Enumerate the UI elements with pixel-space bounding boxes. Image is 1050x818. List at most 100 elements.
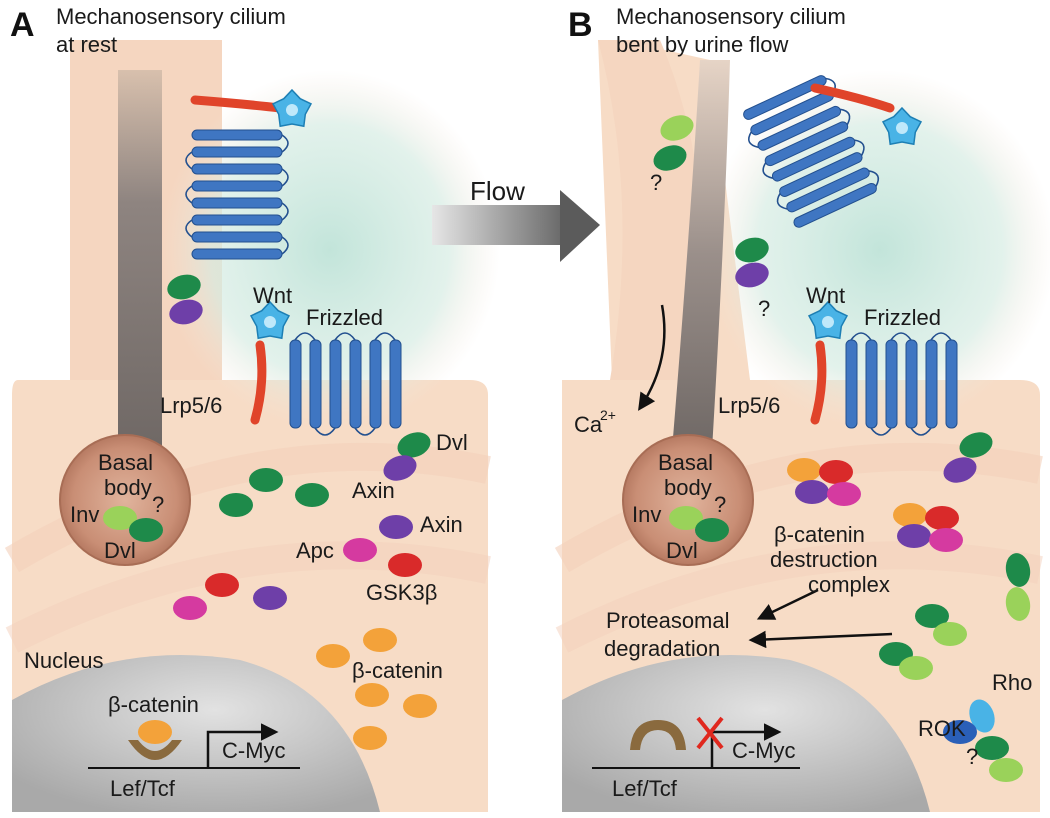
- dvl-cilium-a: [167, 274, 201, 300]
- lrp-receptor-b: [810, 340, 827, 425]
- cytoplasm-stripe-b2: [555, 541, 1043, 653]
- proteasomal-label-b1: Proteasomal: [606, 608, 730, 633]
- frizzled-a: [289, 332, 402, 436]
- cilium-green-dark-b: [653, 145, 687, 171]
- panel-a-title-line1: Mechanosensory cilium: [56, 4, 286, 29]
- ca-arrow: [638, 304, 666, 411]
- rho-b: [969, 699, 995, 733]
- leftcf-label-b: Lef/Tcf: [612, 776, 678, 801]
- molecules: [103, 83, 1031, 782]
- wnt-label-a: Wnt: [253, 283, 292, 308]
- flow-arrow-shaft: [432, 205, 562, 245]
- cilium-helix-bundle-b-loop: [839, 108, 851, 126]
- lrp-label-b: Lrp5/6: [718, 393, 780, 418]
- cilium-helix-bundle-a-loop: [281, 168, 289, 187]
- axin-membrane-b: [943, 457, 977, 483]
- green-b1: [1005, 553, 1031, 587]
- inv-b: [669, 506, 703, 530]
- basal-label-a2: body: [104, 475, 152, 500]
- rok-green-b2: [989, 758, 1023, 782]
- cilium-axoneme-a: [118, 70, 162, 450]
- bcat-a5: [353, 726, 387, 750]
- frizzled-a-helix: [369, 339, 382, 429]
- complex-red-b1: [819, 460, 853, 484]
- axin-membrane-a: [383, 455, 417, 481]
- wnt-label-b: Wnt: [806, 283, 845, 308]
- lrp-cilium-a: [190, 95, 285, 113]
- dvl-basal-label-b: Dvl: [666, 538, 698, 563]
- cilium-green-light-b: [660, 115, 694, 141]
- complex-red-b2: [925, 506, 959, 530]
- frizzled-a-helix: [289, 339, 302, 429]
- frizzled-a-helix: [349, 339, 362, 429]
- frizzled-b-helix: [865, 339, 878, 429]
- cilium-helix-bundle-b-helix: [793, 182, 877, 228]
- cmyc-label-a: C-Myc: [222, 738, 286, 763]
- cilium-helix-bundle-a-helix: [191, 231, 283, 243]
- cilium-helix-bundle-a-helix: [191, 180, 283, 192]
- cilium-axoneme-b: [672, 60, 730, 450]
- panel-letter-a: A: [10, 6, 35, 44]
- rok-b: [943, 720, 977, 744]
- axin-cilium-a: [169, 299, 203, 325]
- cmyc-label-b: C-Myc: [732, 738, 796, 763]
- frizzled-label-b: Frizzled: [864, 305, 941, 330]
- rho-label-b: Rho: [992, 670, 1032, 695]
- labels: A Mechanosensory cilium at rest B Mechan…: [10, 4, 1032, 801]
- bcat-a3: [355, 683, 389, 707]
- cilium-helix-bundle-b-helix: [786, 167, 870, 213]
- complex-magenta-b2: [929, 528, 963, 552]
- basal-label-b1: Basal: [658, 450, 713, 475]
- frizzled-a-loop: [294, 332, 316, 341]
- apc-a: [343, 538, 377, 562]
- lef-tcf-cup-b: [630, 720, 686, 750]
- destruction-label-b3: complex: [808, 572, 890, 597]
- bcat-a1: [363, 628, 397, 652]
- frizzled-b-loop: [890, 332, 912, 341]
- gsk3b-a: [388, 553, 422, 577]
- cilium-helix-bundle-a-helix: [191, 248, 283, 260]
- rok-label-b: ROK: [918, 716, 966, 741]
- panel-b: [554, 40, 1050, 812]
- dvl-cilium-b: [735, 237, 769, 263]
- lrp-receptor-a: [250, 340, 267, 425]
- cilium-helix-bundle-a: [185, 129, 289, 260]
- wnt-cilium-b-core: [896, 122, 908, 134]
- frizzled-a-loop: [314, 427, 336, 436]
- inv-label-a: Inv: [70, 502, 99, 527]
- frizzled-a-loop: [334, 332, 356, 341]
- basal-label-b2: body: [664, 475, 712, 500]
- degradation-arrow-2: [748, 630, 893, 649]
- axin-free-a: [379, 515, 413, 539]
- red-free-a: [205, 573, 239, 597]
- free-green-a3: [295, 483, 329, 507]
- green-b3: [915, 604, 949, 628]
- lef-tcf-cup-a: [128, 740, 182, 760]
- cilium-helix-bundle-a-helix: [191, 146, 283, 158]
- cilium-helix-bundle-a-loop: [281, 202, 289, 221]
- bcat-a4: [403, 694, 437, 718]
- cilium-helix-bundle-b-loop: [776, 193, 788, 210]
- frizzled-b-loop: [850, 332, 872, 341]
- axin-label-a2: Axin: [420, 512, 463, 537]
- cilium-helix-bundle-a-loop: [185, 219, 193, 238]
- frizzled-a-loop: [374, 332, 396, 341]
- cilium-helix-bundle-b-loop: [762, 162, 774, 179]
- complex-orange-b1: [787, 458, 821, 482]
- frizzled-b: [845, 332, 958, 436]
- complex-purple-b1: [795, 480, 829, 504]
- cilium-helix-bundle-a-loop: [281, 236, 289, 255]
- panel-letter-b: B: [568, 6, 593, 44]
- q-cluster-label-b: ?: [758, 296, 770, 321]
- frizzled-b-helix: [885, 339, 898, 429]
- panel-b-title-line1: Mechanosensory cilium: [616, 4, 846, 29]
- bcatenin-nuc-label-a: β-catenin: [108, 692, 199, 717]
- cilium-helix-bundle-a-helix: [191, 197, 283, 209]
- frizzled-b-helix: [945, 339, 958, 429]
- dvl-membrane-b: [959, 432, 993, 458]
- lrp-label-a: Lrp5/6: [160, 393, 222, 418]
- apc-label-a: Apc: [296, 538, 334, 563]
- axin-label-a1: Axin: [352, 478, 395, 503]
- flow-arrow: [432, 190, 600, 262]
- cilium-helix-bundle-b: [743, 75, 880, 228]
